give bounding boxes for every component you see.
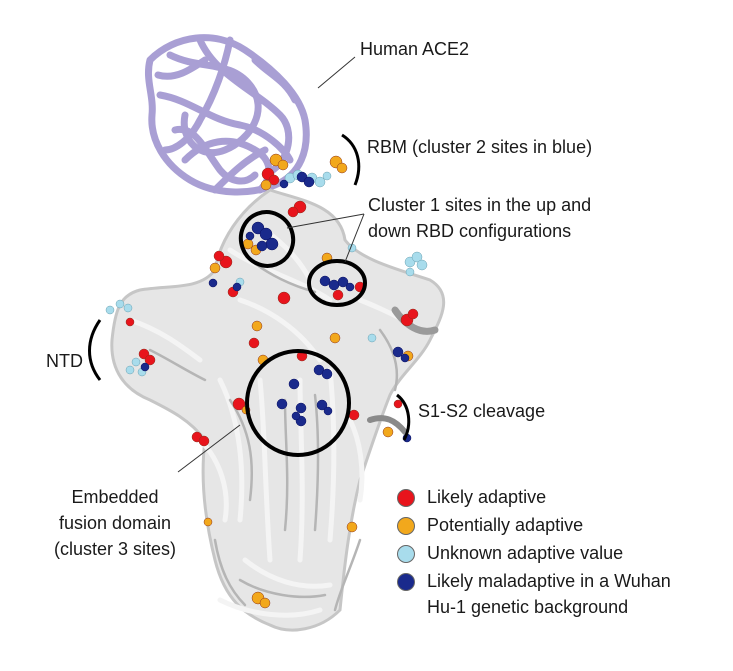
s1s2-bracket <box>395 393 411 441</box>
cluster1-label-line2: down RBD configurations <box>368 221 572 241</box>
cluster1-label-line1: Cluster 1 sites in the up and <box>368 195 592 215</box>
legend-label: Likely maladaptive in a Wuhan <box>427 571 671 591</box>
legend-label: Likely adaptive <box>427 487 547 507</box>
ntd-label: NTD <box>46 351 83 371</box>
fusion-label-line3: (cluster 3 sites) <box>53 539 177 559</box>
fusion-label-line2: fusion domain <box>58 513 172 533</box>
legend-swatch-red <box>397 489 415 507</box>
cluster1-up-circle <box>238 210 296 268</box>
ace2-ribbon <box>144 34 310 196</box>
fusion-label-line1: Embedded <box>71 487 159 507</box>
highlight-circles <box>238 210 367 457</box>
legend-label-cont: Hu-1 genetic background <box>427 597 629 617</box>
cluster1-down-circle <box>307 259 367 307</box>
ace2-label: Human ACE2 <box>360 39 470 59</box>
fusion-domain-circle <box>245 349 351 457</box>
legend-label: Potentially adaptive <box>427 515 584 535</box>
legend-swatch-orange <box>397 517 415 535</box>
rbm-label: RBM (cluster 2 sites in blue) <box>367 137 593 157</box>
spike-trimer <box>110 188 446 632</box>
leader-lines <box>177 56 365 473</box>
bracket-arcs <box>88 133 411 441</box>
s1s2-label: S1-S2 cleavage <box>418 401 546 421</box>
rbm-bracket <box>341 133 361 186</box>
legend-swatch-lightblue <box>397 545 415 563</box>
legend-swatch-darkblue <box>397 573 415 591</box>
mutation-sites <box>105 153 428 609</box>
legend-label: Unknown adaptive value <box>427 543 624 563</box>
ntd-bracket <box>88 319 102 381</box>
